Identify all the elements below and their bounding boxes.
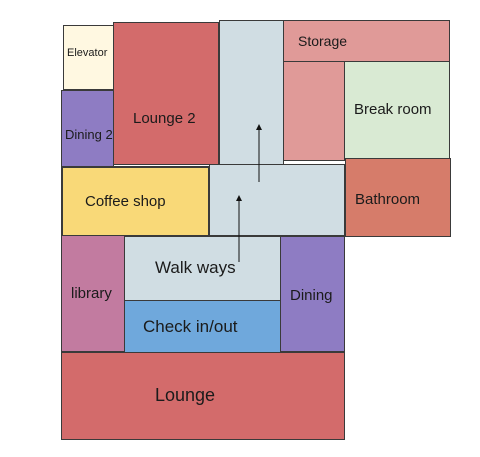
room-lounge-2 <box>113 22 219 165</box>
room-storage-lower <box>283 61 345 161</box>
label-library: library <box>71 285 112 302</box>
label-bathroom: Bathroom <box>355 191 421 208</box>
room-walk-ways <box>124 236 281 301</box>
room-elevator <box>63 25 115 90</box>
label-coffee-shop: Coffee shop <box>85 193 166 210</box>
label-lounge: Lounge <box>155 385 216 405</box>
label-dining-2: Dining 2 <box>65 127 113 142</box>
room-bathroom <box>345 158 451 237</box>
room-check-in-out <box>124 300 281 353</box>
room-library <box>61 235 126 352</box>
room-break-room <box>344 61 450 159</box>
room-walkway-top <box>219 20 284 165</box>
label-walk-ways: Walk ways <box>155 258 236 277</box>
label-break-room: Break room <box>354 101 432 118</box>
label-storage: Storage <box>298 33 348 49</box>
room-lounge <box>61 352 345 440</box>
label-dining: Dining <box>290 287 333 304</box>
label-lounge-2: Lounge 2 <box>133 110 196 127</box>
room-dining-2 <box>61 90 114 167</box>
room-dining <box>280 236 345 352</box>
label-elevator: Elevator <box>67 47 108 59</box>
label-check-in-out: Check in/out <box>143 317 238 336</box>
room-walkway-middle <box>209 164 345 236</box>
